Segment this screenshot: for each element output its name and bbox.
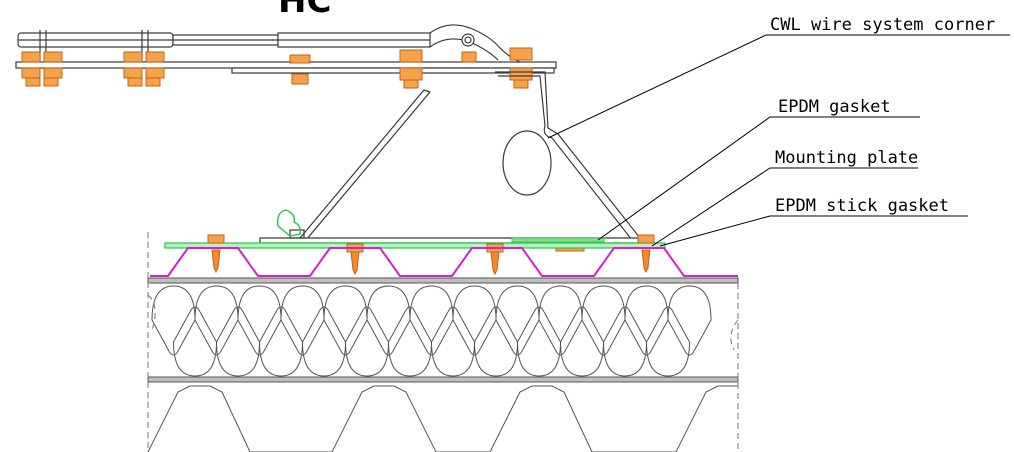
- callout-label-cwl: CWL wire system corner: [770, 15, 995, 35]
- leader-lines: [547, 34, 1010, 247]
- insulation-loop-lower: [344, 306, 390, 377]
- insulation-loop-lower: [430, 306, 476, 377]
- insulation-loop-upper: [280, 285, 325, 356]
- section-boundary: [147, 232, 739, 452]
- callout-label-epdm-gasket: EPDM gasket: [778, 97, 891, 117]
- insulation-layer: [151, 285, 712, 377]
- epdm-gasket: [511, 237, 605, 243]
- insulation-loop-upper: [495, 285, 540, 356]
- insulation-loop-upper: [151, 285, 196, 356]
- callout-label-mounting-plate: Mounting plate: [775, 148, 918, 168]
- insulation-loop-upper: [581, 285, 626, 356]
- insulation-loop-lower: [473, 306, 519, 377]
- insulation-loop-lower: [172, 306, 218, 377]
- insulation-loop-upper: [237, 285, 282, 356]
- vapour-barrier-band: [147, 277, 739, 284]
- insulation-loop-lower: [645, 306, 691, 377]
- insulation-loop-upper: [409, 285, 454, 356]
- insulation-loop-upper: [538, 285, 583, 356]
- green-clip: [276, 209, 302, 237]
- insulation-loop-lower: [215, 306, 261, 377]
- insulation-loop-lower: [516, 306, 562, 377]
- cwl-wire-rail-assembly: [15, 24, 557, 74]
- trapezoidal-roof-sheet: [150, 247, 738, 277]
- insulation-loop-upper: [667, 285, 712, 356]
- lower-deck-profile: [147, 385, 738, 452]
- insulation-loop-upper: [624, 285, 669, 356]
- corner-bracket: [259, 71, 642, 244]
- callout-label-epdm-stick-gasket: EPDM stick gasket: [775, 196, 949, 216]
- insulation-loop-lower: [387, 306, 433, 377]
- mounting-plate: [164, 242, 666, 249]
- insulation-loop-upper: [194, 285, 239, 356]
- drawing-title: HC: [278, 0, 331, 21]
- insulation-loop-lower: [258, 306, 304, 377]
- insulation-loop-upper: [452, 285, 497, 356]
- lower-band: [147, 376, 739, 383]
- insulation-loop-lower: [602, 306, 648, 377]
- insulation-loop-upper: [366, 285, 411, 356]
- insulation-loop-upper: [323, 285, 368, 356]
- rail-nut-group: [21, 47, 533, 89]
- insulation-loop-lower: [301, 306, 347, 377]
- insulation-loop-lower: [559, 306, 605, 377]
